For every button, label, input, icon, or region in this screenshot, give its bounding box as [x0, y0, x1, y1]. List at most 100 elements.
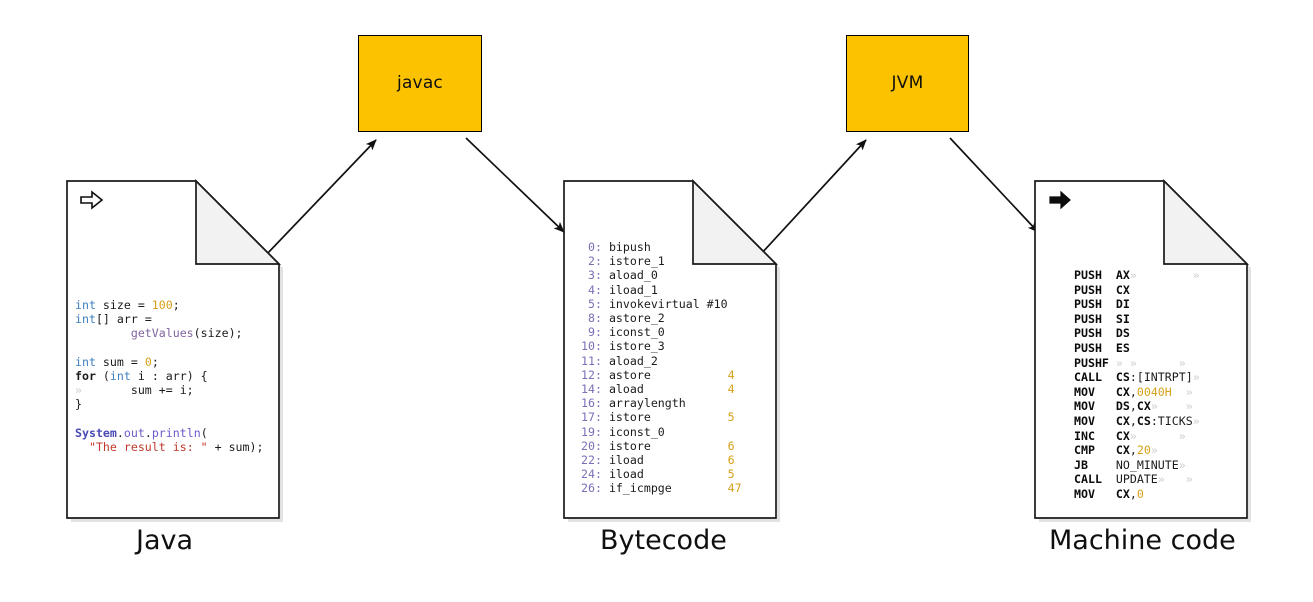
- doc-outline: [563, 180, 777, 519]
- code-line: [75, 341, 263, 355]
- bytecode-listing: 0: bipush 2: istore_1 3: aload_0 4: iloa…: [581, 240, 742, 496]
- bytecode-mnemonic: istore_1: [608, 254, 665, 269]
- java-token: »: [75, 383, 82, 398]
- java-token: int: [75, 298, 96, 312]
- asm-mnemonic: MOV: [1074, 486, 1095, 501]
- bytecode-line: 26: if_icmpge 47: [581, 481, 742, 495]
- asm-operand: CX: [1115, 486, 1130, 501]
- code-line: int size = 100;: [75, 298, 263, 312]
- asm-mnemonic: PUSH: [1074, 340, 1102, 355]
- whitespace-marks: »: [1150, 443, 1158, 458]
- bytecode-offset: 12:: [581, 367, 602, 382]
- gap: [1102, 326, 1116, 340]
- whitespace-marks: »: [1178, 457, 1186, 472]
- bytecode-offset: 19:: [581, 424, 602, 439]
- gap: [1102, 472, 1116, 486]
- java-token: out: [123, 425, 145, 440]
- gap: [602, 410, 609, 424]
- gap: [602, 354, 609, 368]
- asm-mnemonic: MOV: [1074, 384, 1095, 399]
- java-token: System: [75, 425, 117, 440]
- code-line: » sum += i;: [75, 383, 263, 397]
- whitespace-marks: » »: [1129, 428, 1186, 443]
- gap: [1102, 312, 1116, 326]
- gap: [1095, 429, 1116, 443]
- java-token: ;: [151, 354, 159, 369]
- bytecode-offset: 3:: [581, 268, 602, 283]
- java-token: (: [95, 369, 110, 384]
- gap: [1095, 399, 1116, 413]
- doc-fold-corner: [692, 178, 779, 265]
- bytecode-line: 12: astore 4: [581, 368, 742, 382]
- asm-operand: ,: [1129, 399, 1137, 414]
- asm-operand: :[INTRPT]: [1129, 370, 1193, 385]
- edge-javac-to-bytecode: [465, 137, 565, 233]
- gap: [1088, 458, 1116, 472]
- bytecode-line: 8: astore_2: [581, 311, 742, 325]
- gap: [602, 396, 609, 410]
- asm-mnemonic: CALL: [1074, 370, 1102, 385]
- java-token: println: [151, 425, 201, 440]
- bytecode-offset: 16:: [581, 396, 602, 411]
- java-token: (: [200, 425, 208, 440]
- java-token: 0: [144, 354, 152, 369]
- asm-operand: ,: [1129, 443, 1137, 458]
- machine-code-line: MOV CX,0: [1074, 487, 1200, 502]
- bytecode-offset: 4:: [581, 282, 602, 297]
- solid-right-arrow-icon: [1049, 190, 1071, 210]
- machine-code-line: INC CX» »: [1074, 429, 1200, 444]
- bytecode-operand: 5: [727, 467, 735, 482]
- bytecode-offset: 20:: [581, 438, 602, 453]
- machine-code-line: PUSH DS: [1074, 326, 1200, 341]
- whitespace-marks: »: [1171, 384, 1193, 399]
- gap: [1095, 414, 1116, 428]
- bytecode-line: 3: aload_0: [581, 268, 742, 282]
- bytecode-operand: 5: [727, 410, 735, 425]
- gap: [602, 453, 609, 467]
- asm-operand: CX: [1136, 399, 1151, 414]
- asm-operand: CX: [1115, 413, 1130, 428]
- machine-code-line: PUSH AX» »: [1074, 268, 1200, 283]
- bytecode-line: 16: arraylength: [581, 396, 742, 410]
- bytecode-line: 5: invokevirtual #10: [581, 297, 742, 311]
- asm-operand: UPDATE: [1115, 472, 1158, 487]
- machine-code-line: CALL CS:[INTRPT]»: [1074, 370, 1200, 385]
- bytecode-offset: 8:: [581, 311, 602, 326]
- asm-mnemonic: CMP: [1074, 443, 1095, 458]
- bytecode-offset: 11:: [581, 353, 602, 368]
- bytecode-line: 20: istore 6: [581, 439, 742, 453]
- bytecode-mnemonic: istore_3: [608, 339, 665, 354]
- process-box-javac[interactable]: javac: [358, 35, 482, 132]
- asm-operand: CX: [1115, 428, 1130, 443]
- asm-operand: DI: [1115, 297, 1130, 312]
- java-token: ;: [172, 298, 180, 312]
- document-bytecode[interactable]: 0: bipush 2: istore_1 3: aload_0 4: iloa…: [563, 178, 781, 522]
- bytecode-offset: 14:: [581, 382, 602, 397]
- gap: [1095, 487, 1116, 501]
- bytecode-line: 2: istore_1: [581, 254, 742, 268]
- asm-mnemonic: INC: [1074, 428, 1095, 443]
- whitespace-marks: » »: [1129, 268, 1200, 282]
- document-java[interactable]: int size = 100;int[] arr = getValues(siz…: [66, 178, 284, 522]
- asm-operand: SI: [1115, 311, 1130, 326]
- asm-operand: NO_MINUTE: [1115, 457, 1179, 472]
- java-token: [] arr =: [95, 312, 152, 327]
- doc-outline: [1034, 180, 1248, 519]
- gap: [1109, 356, 1116, 370]
- asm-operand: CS: [1115, 370, 1130, 385]
- bytecode-mnemonic: astore_2: [608, 311, 665, 326]
- gap: [602, 254, 609, 268]
- bytecode-line: 17: istore 5: [581, 410, 742, 424]
- bytecode-line: 9: iconst_0: [581, 325, 742, 339]
- bytecode-line: 24: iload 5: [581, 467, 742, 481]
- machine-code-line: PUSH DI: [1074, 297, 1200, 312]
- caption-java: Java: [136, 525, 194, 556]
- process-box-jvm[interactable]: JVM: [846, 35, 969, 132]
- java-token: sum += i;: [81, 383, 194, 398]
- bytecode-mnemonic: istore: [608, 410, 651, 425]
- asm-operand: DS: [1115, 326, 1130, 341]
- gap: [1102, 370, 1116, 384]
- outline-right-arrow-icon: [80, 190, 104, 210]
- caption-bytecode: Bytecode: [600, 525, 727, 556]
